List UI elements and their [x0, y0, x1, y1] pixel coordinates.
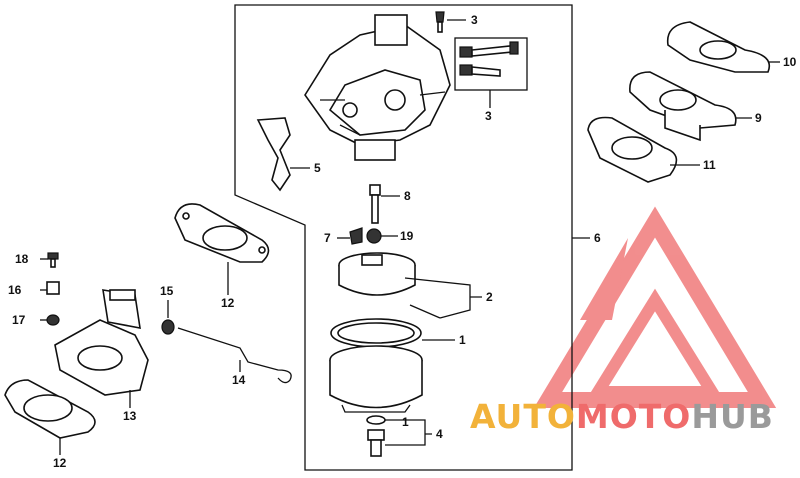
watermark-hub: HUB — [691, 397, 774, 436]
callout-9: 9 — [755, 111, 762, 125]
callout-18: 18 — [15, 252, 29, 266]
fitting-16 — [46, 281, 60, 295]
nut-17 — [46, 314, 60, 326]
insulator-9 — [629, 71, 737, 142]
svg-text:AUTOMOTOHUB: AUTOMOTOHUB — [470, 397, 774, 436]
washer-1 — [366, 415, 386, 425]
clip-7 — [349, 227, 363, 245]
callout-1a: 1 — [459, 333, 466, 347]
gasket-12-bottom — [4, 379, 96, 439]
callout-19: 19 — [400, 229, 414, 243]
grommet-15 — [161, 319, 175, 335]
gasket-10 — [666, 21, 770, 73]
watermark-logo — [533, 206, 777, 408]
callout-16: 16 — [8, 283, 22, 297]
watermark-auto: AUTO — [470, 397, 576, 436]
drain-bolt-4 — [367, 429, 385, 457]
needle-8 — [369, 184, 381, 224]
assembly-frame — [234, 4, 573, 471]
callout-3a: 3 — [471, 13, 478, 27]
callout-10: 10 — [783, 55, 797, 69]
throttle-rod-14 — [177, 327, 292, 384]
callout-6: 6 — [594, 231, 601, 245]
callout-17: 17 — [12, 313, 26, 327]
leader-lines — [40, 19, 780, 455]
callout-14: 14 — [232, 373, 246, 387]
float-2 — [338, 252, 441, 319]
gasket-12-middle — [174, 203, 270, 263]
watermark-text: AUTOMOTOHUB — [470, 397, 774, 436]
callout-5: 5 — [314, 161, 321, 175]
carburetor-body — [304, 14, 451, 161]
screw-18 — [47, 252, 59, 268]
watermark-moto: MOTO — [576, 397, 691, 436]
callout-12a: 12 — [221, 296, 235, 310]
callout-labels: 3 3 5 8 7 19 6 2 1 1 4 10 9 11 12 12 18 … — [8, 13, 797, 470]
screw-3-top — [435, 11, 445, 33]
callout-12b: 12 — [53, 456, 67, 470]
seat-19 — [366, 228, 382, 244]
callout-8: 8 — [404, 189, 411, 203]
gasket-11 — [587, 116, 678, 183]
callout-4: 4 — [436, 427, 443, 441]
choke-lever-5 — [256, 117, 291, 192]
callout-2: 2 — [486, 290, 493, 304]
part-3-group — [454, 37, 528, 91]
callout-7: 7 — [324, 231, 331, 245]
callout-13: 13 — [123, 409, 137, 423]
callout-11: 11 — [703, 158, 716, 172]
bracket-13 — [54, 289, 149, 396]
float-bowl-gasket-1 — [330, 318, 422, 348]
callout-15: 15 — [160, 284, 174, 298]
callout-1b: 1 — [402, 415, 409, 429]
float-bowl — [329, 345, 423, 413]
callout-3b: 3 — [485, 109, 492, 123]
